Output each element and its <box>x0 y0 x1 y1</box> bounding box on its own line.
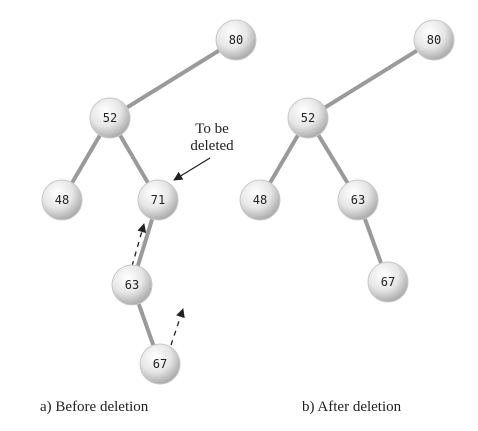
node-label: 71 <box>151 193 165 207</box>
node-label: 80 <box>229 33 243 47</box>
node-circle <box>367 261 409 303</box>
node-label: 52 <box>103 111 117 125</box>
node-label: 48 <box>253 193 267 207</box>
node-label: 80 <box>427 33 441 47</box>
node-label: 63 <box>125 278 139 292</box>
tree-node-before: 48 <box>41 179 83 221</box>
tree-node-before: 52 <box>89 97 131 139</box>
move-up-arrow-67 <box>170 308 185 346</box>
tree-node-after: 52 <box>287 97 329 139</box>
to-be-deleted-arrow <box>173 157 211 181</box>
node-circle <box>139 343 181 385</box>
tree-edge-after-0 <box>306 38 436 120</box>
tree-edge-before-0 <box>108 38 238 120</box>
tree-node-after: 48 <box>239 179 281 221</box>
move-up-arrow-63 <box>131 223 147 267</box>
caption-before: a) Before deletion <box>40 399 149 415</box>
node-label: 48 <box>55 193 69 207</box>
annotation-line-2: deleted <box>190 138 234 154</box>
node-label: 63 <box>351 193 365 207</box>
node-circle <box>111 264 153 306</box>
tree-node-before: 63 <box>111 264 153 306</box>
tree-node-before: 80 <box>215 19 257 61</box>
node-circle <box>89 97 131 139</box>
node-circle <box>287 97 329 139</box>
node-label: 67 <box>153 357 167 371</box>
node-label: 67 <box>381 275 395 289</box>
caption-after: b) After deletion <box>302 399 402 415</box>
node-circle <box>413 19 455 61</box>
nodes-layer: 80 52 48 71 63 67 80 52 48 63 67 <box>41 19 455 385</box>
tree-node-after: 63 <box>337 179 379 221</box>
node-circle <box>41 179 83 221</box>
tree-node-after: 80 <box>413 19 455 61</box>
node-circle <box>215 19 257 61</box>
tree-node-after: 67 <box>367 261 409 303</box>
node-circle <box>239 179 281 221</box>
node-circle <box>137 179 179 221</box>
node-label: 52 <box>301 111 315 125</box>
annotation-line-1: To be <box>195 121 229 137</box>
node-circle <box>337 179 379 221</box>
tree-node-before: 71 <box>137 179 179 221</box>
tree-node-before: 67 <box>139 343 181 385</box>
